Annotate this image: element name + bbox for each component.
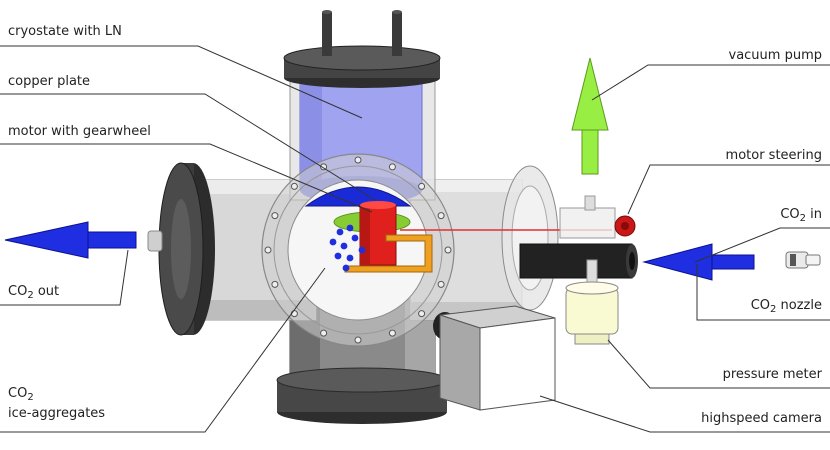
co2-agg-prefix: CO xyxy=(8,386,28,401)
label-vacuum-pump: vacuum pump xyxy=(729,48,823,64)
co2-in-sub: 2 xyxy=(799,213,807,224)
flange-bolt xyxy=(418,310,426,318)
co2-out-arrow xyxy=(4,221,137,259)
vacuum-pump-arrow xyxy=(571,57,609,175)
co2-nozzle-sub: 2 xyxy=(770,304,777,315)
ice-aggregate-dot xyxy=(329,238,337,246)
co2-nozzle xyxy=(785,251,821,269)
co2-nozzle-prefix: CO xyxy=(750,298,771,313)
label-motor-gear-text: motor with gearwheel xyxy=(8,124,151,139)
ln-fill-pipes xyxy=(322,10,402,56)
label-vacuum-pump-text: vacuum pump xyxy=(728,48,823,63)
label-motor-steering: motor steering xyxy=(726,148,822,164)
ice-aggregate-dot xyxy=(340,242,348,250)
ice-aggregate-dot xyxy=(351,234,359,242)
label-pressure-meter-text: pressure meter xyxy=(722,367,822,382)
co2-out-sub: 2 xyxy=(27,290,34,301)
flange-bolt xyxy=(354,336,362,344)
ice-aggregate-dot xyxy=(346,224,354,232)
ice-aggregate-dot xyxy=(346,254,354,262)
co2-out-prefix: CO xyxy=(8,284,28,299)
flange-bolt xyxy=(444,246,452,254)
left-end-flange xyxy=(158,162,215,336)
flange-bolt xyxy=(354,156,362,164)
co2-agg-line2: ice-aggregates xyxy=(8,406,106,421)
flange-bolts xyxy=(264,156,452,344)
ice-aggregate-dot xyxy=(342,264,350,272)
ice-aggregate-dot xyxy=(358,246,366,254)
co2-in-prefix: CO xyxy=(780,207,800,222)
label-co2-in: CO2 in xyxy=(780,207,822,227)
co2-nozzle-suffix: nozzle xyxy=(776,298,822,313)
flange-bolt xyxy=(388,163,396,171)
co2-ice-aggregates xyxy=(329,224,366,272)
co2-in-arrow xyxy=(642,243,755,281)
co2-agg-sub: 2 xyxy=(27,392,34,403)
label-highspeed-camera-text: highspeed camera xyxy=(701,411,822,426)
flange-bolt xyxy=(437,212,445,220)
ice-aggregate-dot xyxy=(336,228,344,236)
flange-bolt xyxy=(290,310,298,318)
flange-bolt xyxy=(437,280,445,288)
highspeed-camera xyxy=(433,305,556,411)
leader-lines xyxy=(0,45,830,433)
label-pressure-meter: pressure meter xyxy=(723,367,822,383)
label-motor-steering-text: motor steering xyxy=(725,148,822,163)
ice-aggregate-dot xyxy=(334,252,342,260)
label-cryostat-text: cryostate with LN xyxy=(8,24,122,39)
pressure-meter xyxy=(565,259,619,345)
label-cryostat: cryostate with LN xyxy=(8,24,122,40)
co2-out-suffix: out xyxy=(33,284,60,299)
label-co2-out: CO2 out xyxy=(8,284,59,304)
flange-bolt xyxy=(418,182,426,190)
steering-glass-tube xyxy=(559,195,616,239)
motor-steering-gear xyxy=(614,215,636,237)
flange-bolt xyxy=(320,329,328,337)
left-small-plug xyxy=(147,230,163,252)
label-motor-gear: motor with gearwheel xyxy=(8,124,151,140)
label-co2-nozzle: CO2 nozzle xyxy=(751,298,822,318)
label-copper-plate: copper plate xyxy=(8,74,90,90)
nozzle-black-tube xyxy=(519,243,638,279)
bottom-flange xyxy=(276,367,448,424)
label-highspeed-camera: highspeed camera xyxy=(701,411,822,427)
flange-bolt xyxy=(264,246,272,254)
flange-bolt xyxy=(388,329,396,337)
co2-in-suffix: in xyxy=(806,207,822,222)
label-copper-plate-text: copper plate xyxy=(8,74,91,89)
flange-bolt xyxy=(290,182,298,190)
flange-bolt xyxy=(271,280,279,288)
flange-bolt xyxy=(271,212,279,220)
top-flange xyxy=(283,45,441,88)
label-co2-aggregates: CO2 ice-aggregates xyxy=(8,386,105,422)
right-end-flange xyxy=(501,165,559,311)
